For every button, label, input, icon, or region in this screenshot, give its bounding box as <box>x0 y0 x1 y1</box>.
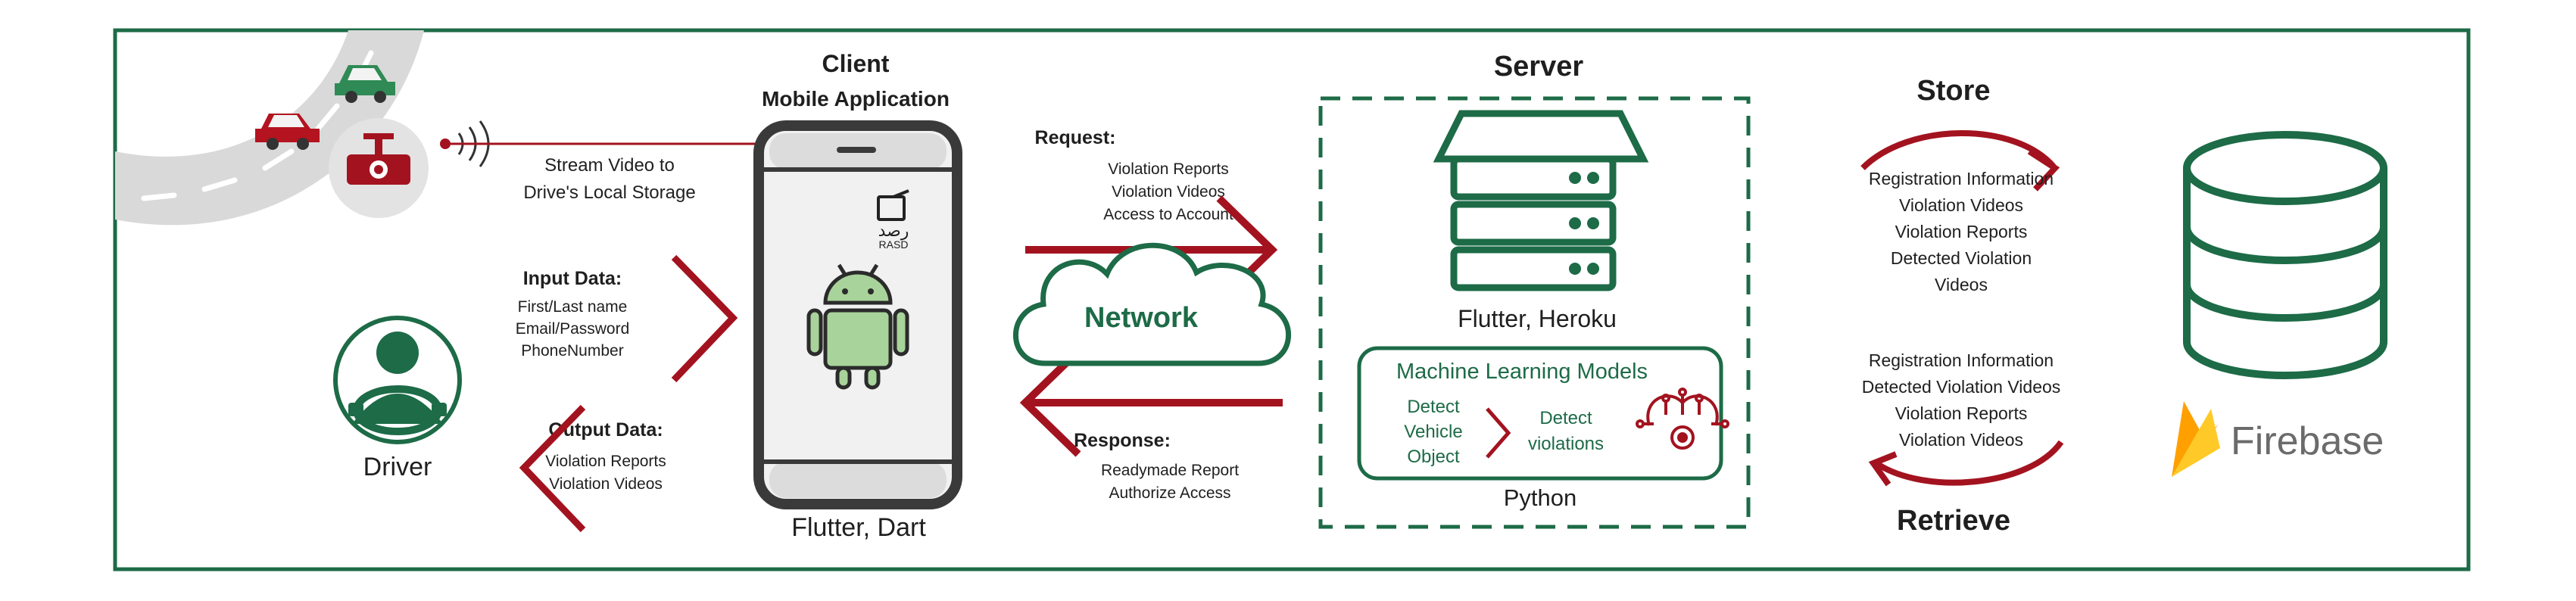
response-item: Readymade Report <box>1101 462 1239 479</box>
ml-step1-line: Object <box>1407 447 1460 467</box>
ml-step1-line: Vehicle <box>1404 422 1462 442</box>
store-arc-arrow <box>1860 130 2057 170</box>
input-item: Email/Password <box>516 320 630 338</box>
retrieve-title: Retrieve <box>1897 505 2010 537</box>
output-item: Violation Reports <box>545 453 666 470</box>
green-car-icon <box>335 65 395 103</box>
store-title: Store <box>1916 75 1990 107</box>
firebase-label: Firebase <box>2231 419 2384 463</box>
request-item: Violation Videos <box>1112 183 1225 201</box>
server-dashed-box <box>1318 96 1751 529</box>
server-title: Server <box>1494 51 1584 83</box>
output-chevron <box>519 404 586 533</box>
store-item: Detected Violation <box>1891 248 2032 268</box>
response-item: Authorize Access <box>1109 484 1230 502</box>
retrieve-item: Violation Reports <box>1895 403 2028 423</box>
request-item: Violation Reports <box>1108 160 1229 178</box>
dashcam-icon <box>329 118 429 218</box>
client-subtitle: Mobile Application <box>762 87 950 111</box>
retrieve-item: Registration Information <box>1869 350 2054 370</box>
server-tech: Flutter, Heroku <box>1458 305 1617 332</box>
response-arrow <box>1019 348 1283 457</box>
firebase-icon <box>2172 401 2220 477</box>
store-item: Registration Information <box>1869 169 2054 188</box>
database-icon <box>2183 131 2387 379</box>
rasd-logo-arabic: رصد <box>878 221 909 240</box>
ml-lang: Python <box>1504 484 1577 511</box>
stream-label-1: Stream Video to <box>544 155 675 176</box>
client-tech: Flutter, Dart <box>791 513 926 542</box>
ml-step2-line: violations <box>1528 434 1604 454</box>
stream-label-2: Drive's Local Storage <box>523 182 695 203</box>
client-title: Client <box>822 50 890 77</box>
ml-step1-line: Detect <box>1407 397 1460 417</box>
rasd-logo-text: RASD <box>879 238 909 251</box>
input-item: First/Last name <box>518 298 628 316</box>
retrieve-arrowhead <box>1868 451 1898 487</box>
store-item: Violation Reports <box>1895 222 2028 241</box>
ml-models-box <box>1357 346 1723 481</box>
output-item: Violation Videos <box>549 475 663 493</box>
input-item: PhoneNumber <box>521 342 623 360</box>
network-cloud-icon <box>1013 242 1291 366</box>
driver-icon <box>333 316 462 444</box>
input-data-title: Input Data: <box>523 268 622 289</box>
store-item: Violation Videos <box>1899 195 2023 215</box>
retrieve-item: Detected Violation Videos <box>1862 377 2061 397</box>
request-title: Request: <box>1035 127 1116 148</box>
rasd-logo-icon: رصد RASD <box>877 189 909 251</box>
retrieve-arc-arrow <box>1874 440 2064 486</box>
road-illustration <box>115 30 424 226</box>
ai-gear-icon <box>1636 388 1729 450</box>
ml-step-chevron <box>1486 407 1511 459</box>
retrieve-item: Violation Videos <box>1899 430 2023 450</box>
response-title: Response: <box>1074 430 1171 451</box>
store-arrowhead <box>2027 148 2060 192</box>
store-item: Videos <box>1935 275 1988 294</box>
ml-models-title: Machine Learning Models <box>1396 360 1648 384</box>
ml-step2-line: Detect <box>1539 408 1592 428</box>
red-car-icon <box>255 114 320 150</box>
input-chevron <box>671 254 738 383</box>
android-icon <box>806 263 909 390</box>
request-item: Access to Account <box>1103 206 1233 223</box>
diagram-frame <box>113 28 2471 571</box>
driver-label: Driver <box>363 453 432 481</box>
server-rack-icon <box>1433 110 1649 291</box>
network-label: Network <box>1084 302 1199 334</box>
